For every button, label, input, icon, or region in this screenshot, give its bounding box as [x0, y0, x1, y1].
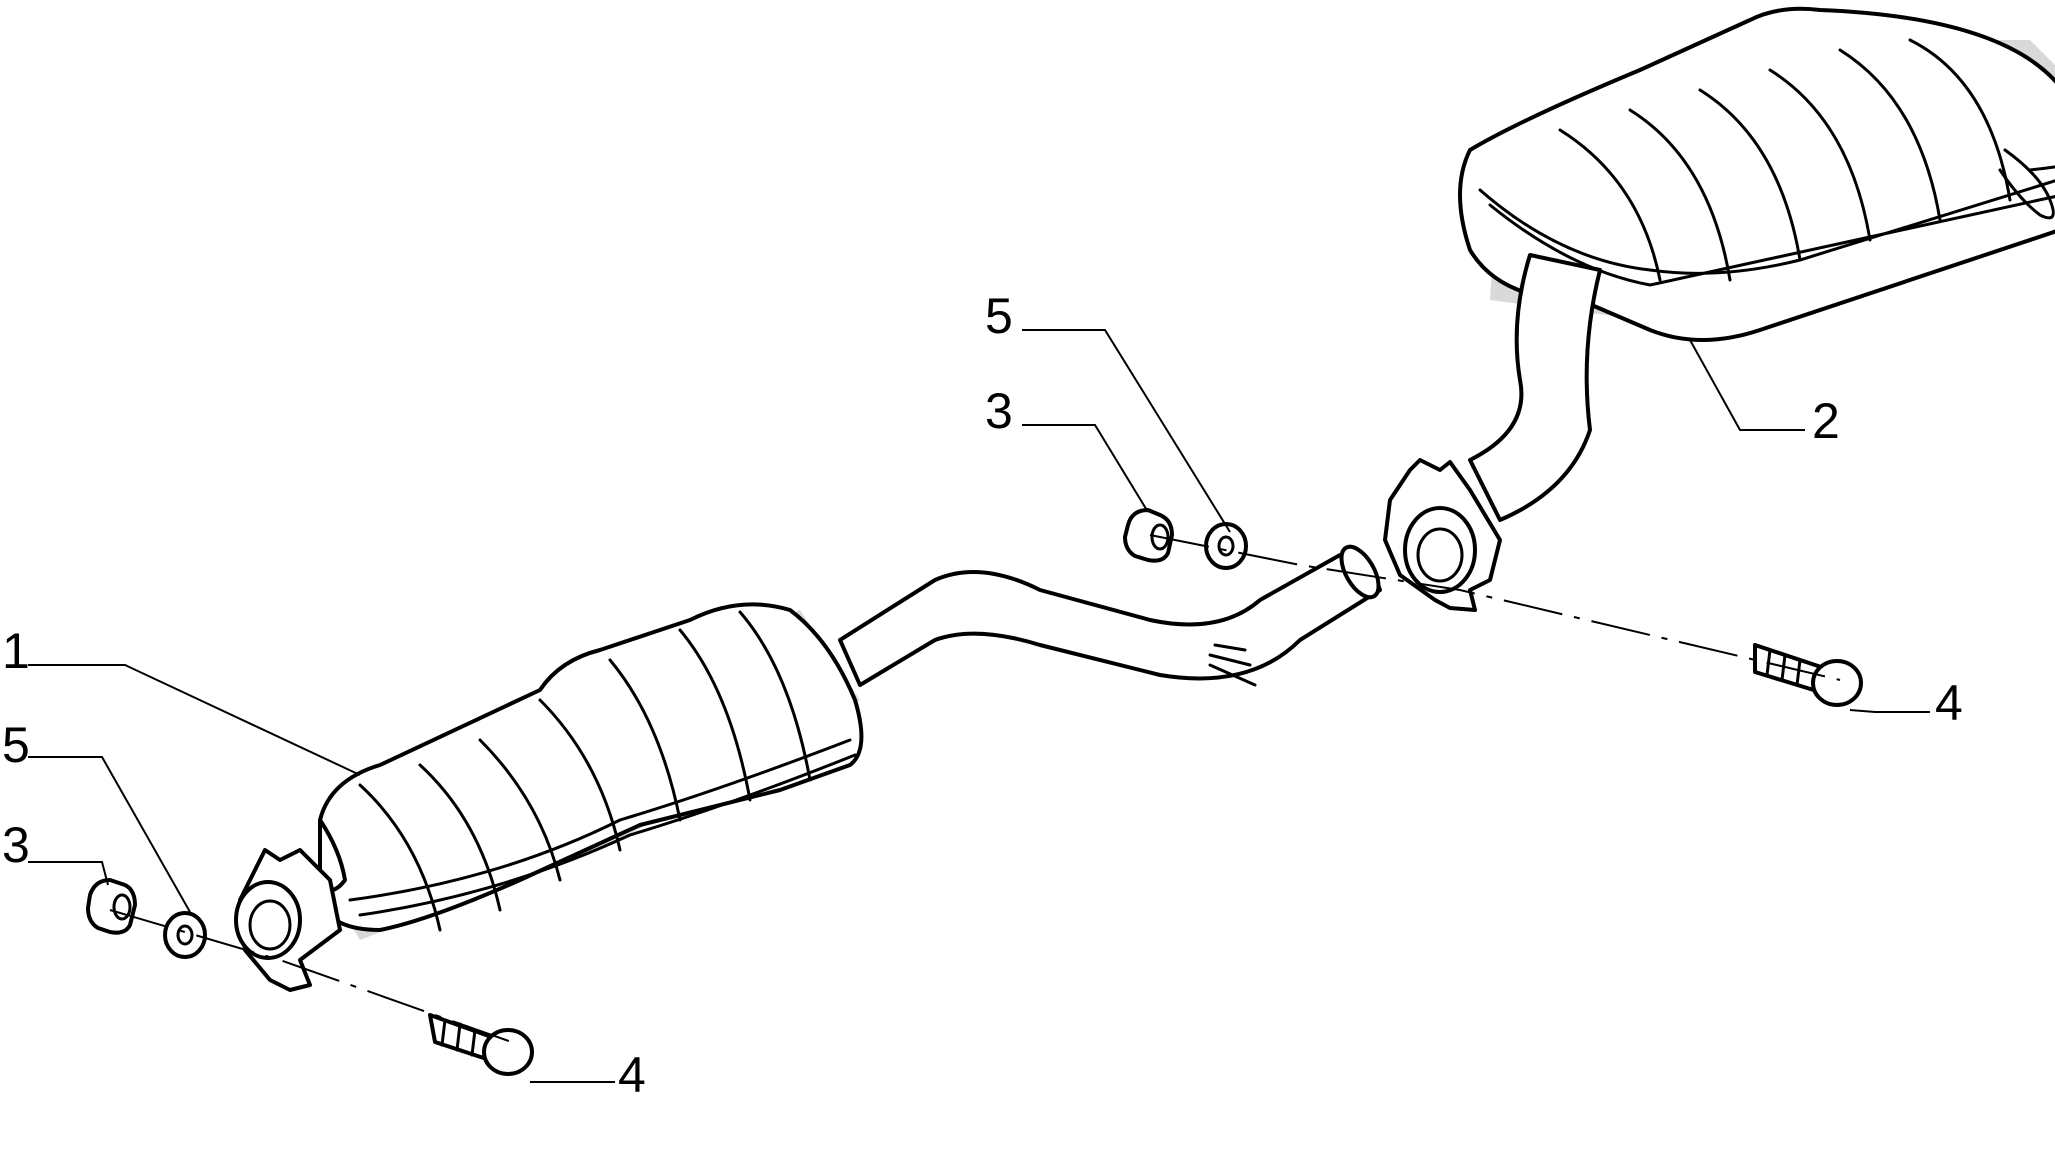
rear-nut [1123, 508, 1174, 563]
rear-inlet-pipe [1468, 253, 1602, 522]
rear-silencer [1458, 6, 2055, 342]
callout-5-rear: 5 [985, 288, 1013, 344]
leader-lines [28, 329, 1930, 1083]
front-flange [234, 848, 342, 992]
front-washer [163, 911, 207, 959]
rear-flange [1383, 458, 1502, 612]
rear-bolt [1753, 643, 1863, 707]
intermediate-pipe [838, 544, 1382, 687]
callout-3-front: 3 [2, 817, 30, 873]
callout-1: 1 [2, 623, 30, 679]
front-bolt [428, 1013, 534, 1076]
assembly-axes [109, 534, 1841, 1046]
callout-4-rear: 4 [1935, 675, 1963, 731]
callout-5-front: 5 [2, 717, 30, 773]
callout-3-rear: 3 [985, 383, 1013, 439]
front-nut [86, 878, 137, 935]
front-silencer [318, 602, 864, 940]
callout-2: 2 [1812, 393, 1840, 449]
rear-washer [1204, 522, 1248, 570]
callout-4-front: 4 [618, 1047, 646, 1103]
